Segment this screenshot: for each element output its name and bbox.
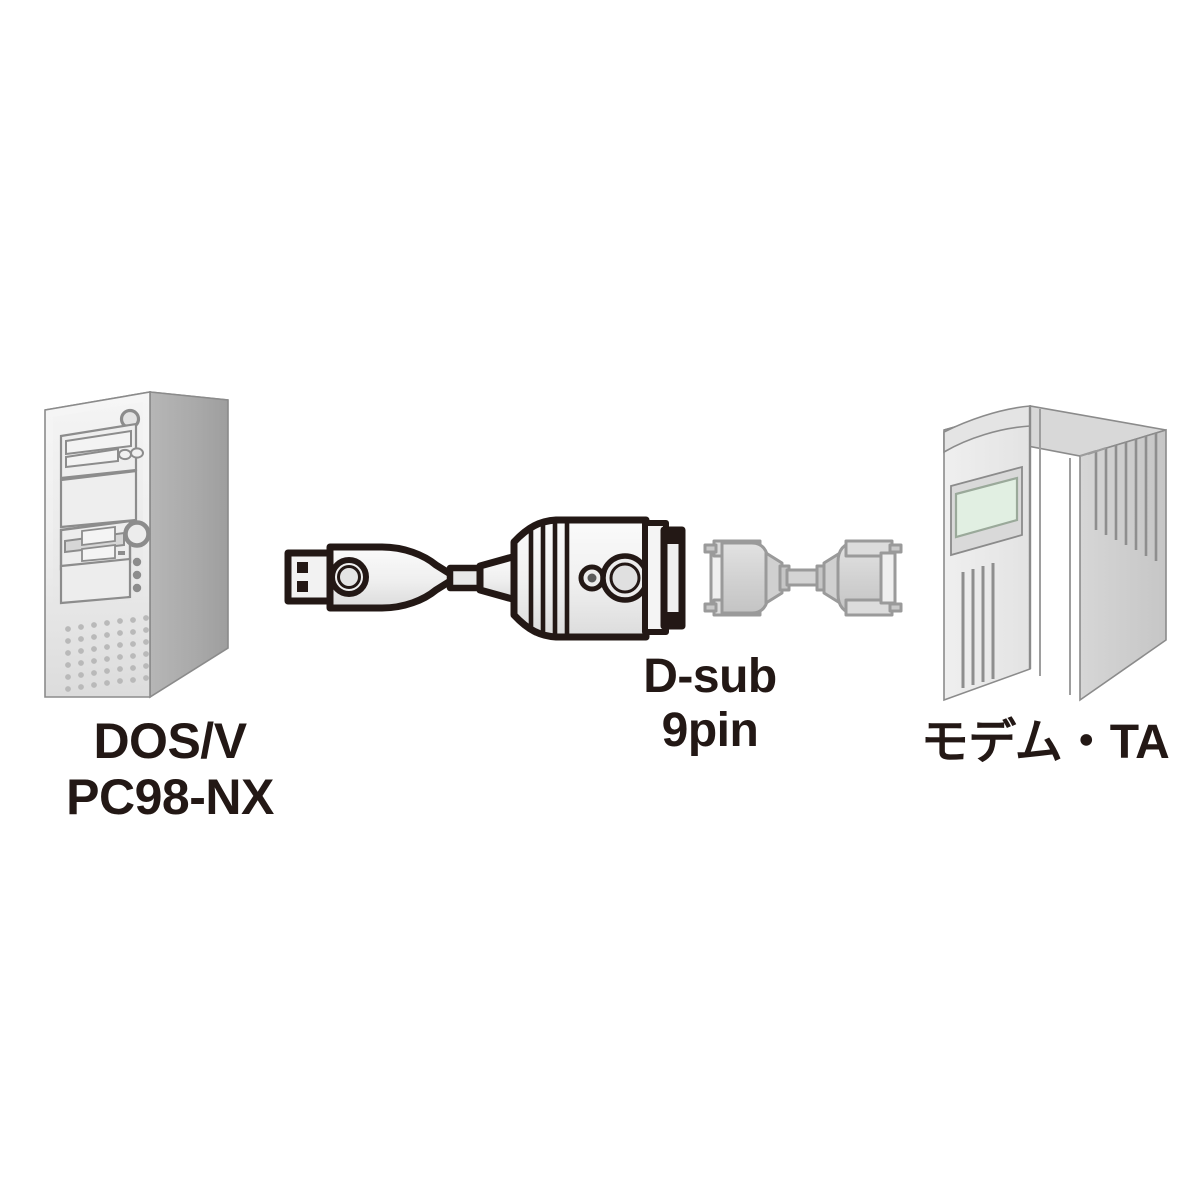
dsub-flange-notch-bottom xyxy=(664,612,682,626)
usb-plug-metal-tip xyxy=(284,549,336,605)
label-pc-line2: PC98-NX xyxy=(66,769,274,825)
pc-indicator-led xyxy=(132,557,142,567)
pc-floppy-eject[interactable] xyxy=(118,551,125,555)
modem-vent-fins xyxy=(1094,433,1158,561)
pc-lower-bay-panel xyxy=(59,557,132,605)
dsub-flange-notch-top xyxy=(664,530,682,544)
dsub-right-endplate xyxy=(879,551,897,605)
pc-floppy-label-upper xyxy=(81,525,116,547)
dsub-left-taper xyxy=(764,551,784,605)
modem-top-fin-edges xyxy=(1079,447,1107,457)
pc-optical-tray-line xyxy=(65,447,119,469)
device-modem-ta xyxy=(943,404,1167,702)
pc-optical-eject-button-2[interactable] xyxy=(130,447,144,459)
label-connector: D-sub 9pin xyxy=(545,650,875,758)
pc-reset-knob[interactable] xyxy=(123,520,151,548)
label-connector-line2: 9pin xyxy=(661,703,759,757)
dsub-right-screw-bottom xyxy=(888,602,903,613)
pc-indicator-led xyxy=(132,583,142,593)
dsub-cable-connector-left xyxy=(703,539,791,617)
pc-floppy-label-lower xyxy=(81,543,116,562)
pc-indicator-led xyxy=(132,570,142,580)
usb-contact-slot xyxy=(297,581,308,592)
pc-ventilation-dots xyxy=(65,615,149,692)
usb-plug-ring-inner xyxy=(337,565,361,589)
dsub-cable-wire xyxy=(785,568,821,587)
pc-side-face xyxy=(149,391,229,699)
device-pc-tower xyxy=(44,391,229,699)
label-connector-line1: D-sub xyxy=(643,650,777,703)
pc-blank-bay-panel xyxy=(59,469,138,529)
dsub-hood-ribs xyxy=(528,519,570,638)
modem-display-screen xyxy=(954,476,1019,539)
label-modem: モデム・TA xyxy=(895,716,1195,770)
pc-optical-slot xyxy=(65,429,132,456)
label-modem-line1: モデム・TA xyxy=(920,716,1170,769)
dsub-left-screw-bottom xyxy=(703,602,718,613)
dsub-right-screw-top xyxy=(888,543,903,554)
modem-front-grooves xyxy=(961,563,995,688)
dsub9-serial-cable xyxy=(703,539,903,617)
dsub-left-shell xyxy=(720,541,770,615)
dsub-cable-connector-right xyxy=(815,539,903,617)
usb-to-dsub-adapter-cable xyxy=(284,516,686,641)
label-pc-line1: DOS/V xyxy=(93,713,247,769)
label-pc: DOS/V PC98-NX xyxy=(0,713,340,825)
dsub-left-screw-top xyxy=(703,543,718,554)
dsub-thumbscrew-large-core xyxy=(609,562,641,594)
dsub-metal-flange xyxy=(660,526,686,630)
pc-optical-eject-button-1[interactable] xyxy=(118,448,132,461)
modem-side-face xyxy=(1079,428,1167,702)
usb-contact-slot xyxy=(297,562,308,573)
dsub-thumbscrew-small-core xyxy=(587,573,597,583)
